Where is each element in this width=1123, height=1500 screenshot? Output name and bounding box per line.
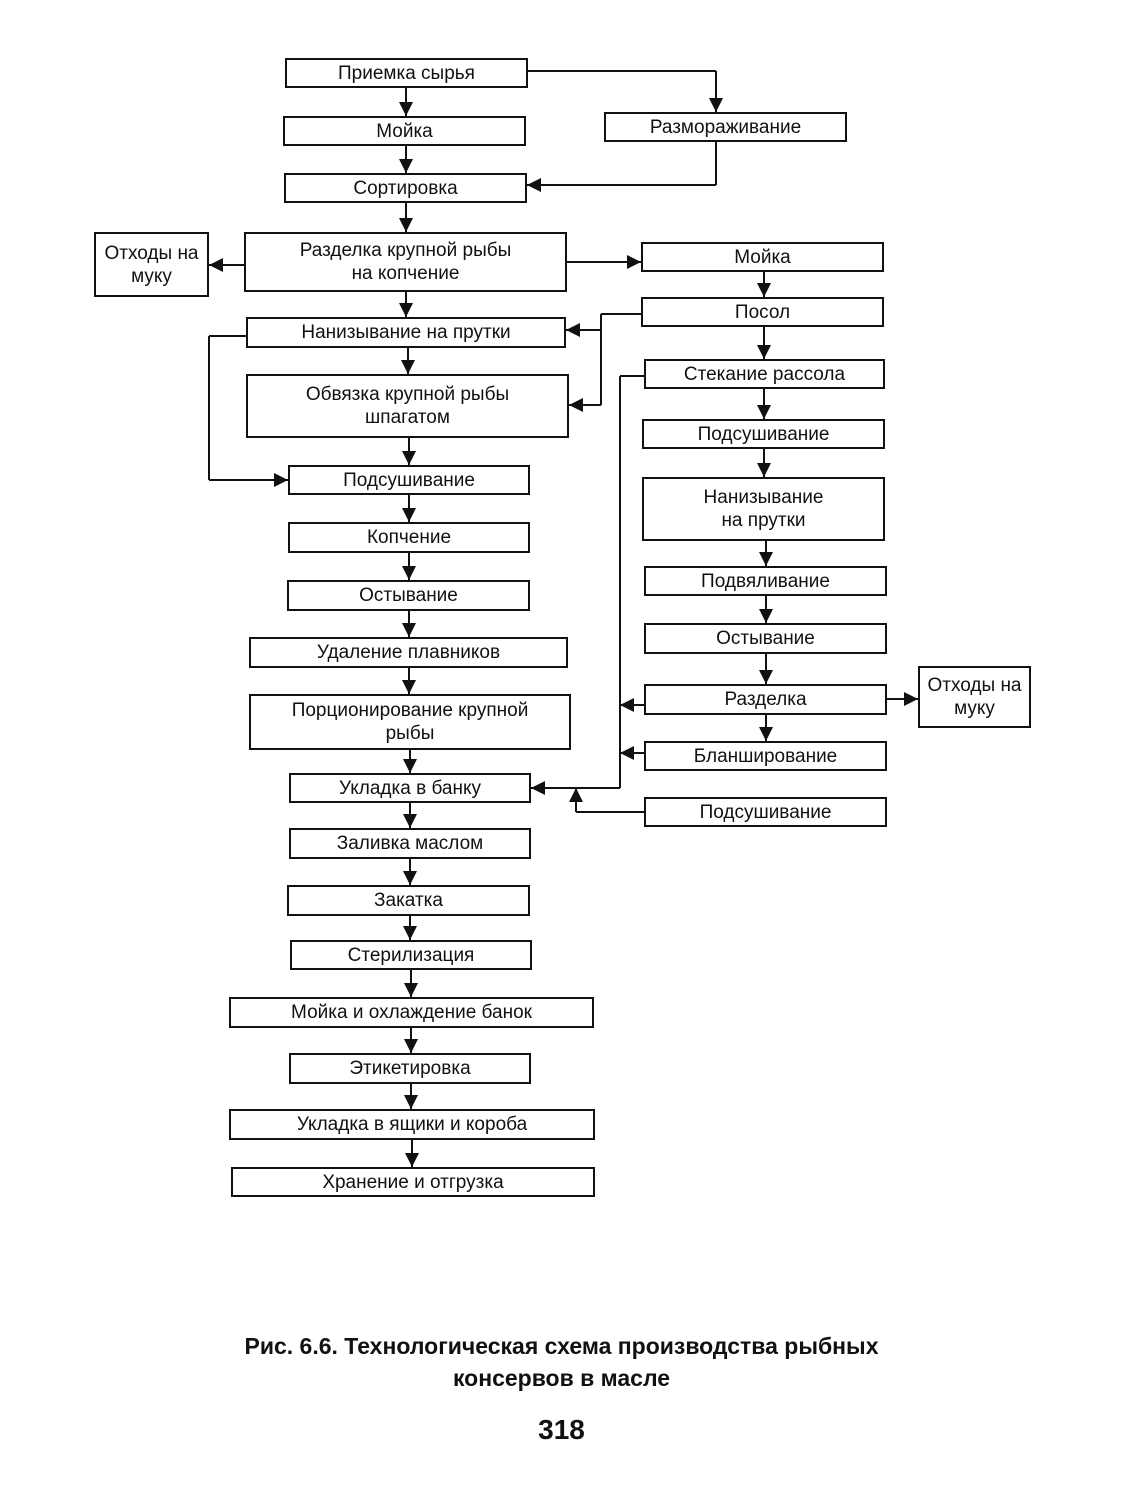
arrowhead xyxy=(399,159,413,173)
arrowhead xyxy=(399,102,413,116)
arrowhead xyxy=(402,508,416,522)
step-priemka: Приемка сырья xyxy=(285,58,528,88)
step-podsushivanie-right-2: Подсушивание xyxy=(644,797,887,827)
step-ukladka-v-yashchiki: Укладка в ящики и короба xyxy=(229,1109,595,1140)
figure-caption-line-1: Рис. 6.6. Технологическая схема производ… xyxy=(244,1333,879,1359)
arrowhead xyxy=(402,623,416,637)
arrowhead xyxy=(569,788,583,802)
step-porcionirovanie: Порционирование крупной рыбы xyxy=(249,694,571,750)
arrowhead xyxy=(627,255,641,269)
arrowhead xyxy=(757,283,771,297)
arrowhead xyxy=(757,345,771,359)
arrowhead xyxy=(403,759,417,773)
step-nanizyvanie-na-prutki: Нанизывание на прутки xyxy=(246,317,566,348)
step-sortirovka: Сортировка xyxy=(284,173,527,203)
step-podsushivanie-right-1: Подсушивание xyxy=(642,419,885,449)
figure-caption-line-2: консервов в масле xyxy=(452,1365,671,1391)
arrowhead xyxy=(404,1039,418,1053)
step-otkhody-na-muku-left: Отходы на муку xyxy=(94,232,209,297)
arrowhead xyxy=(620,746,634,760)
arrowhead xyxy=(274,473,288,487)
step-ukladka-v-banku: Укладка в банку xyxy=(289,773,531,803)
arrowhead xyxy=(620,698,634,712)
step-zalivka-maslom: Заливка маслом xyxy=(289,828,531,859)
step-ostyvanie-left: Остывание xyxy=(287,580,530,611)
arrowhead xyxy=(904,692,918,706)
step-zakatka: Закатка xyxy=(287,885,530,916)
arrowhead xyxy=(759,727,773,741)
arrowhead xyxy=(709,98,723,112)
arrowhead xyxy=(566,323,580,337)
step-razmorazhivanie: Размораживание xyxy=(604,112,847,142)
arrowhead xyxy=(759,609,773,623)
step-blanshirovanie: Бланширование xyxy=(644,741,887,771)
arrowhead xyxy=(759,670,773,684)
step-posol: Посол xyxy=(641,297,884,327)
arrowhead xyxy=(527,178,541,192)
arrowhead xyxy=(399,303,413,317)
step-podvyalivanie: Подвяливание xyxy=(644,566,887,596)
arrowhead xyxy=(209,258,223,272)
arrowhead xyxy=(531,781,545,795)
step-podsushivanie-left: Подсушивание xyxy=(288,465,530,495)
step-sterilizaciya: Стерилизация xyxy=(290,940,532,970)
arrowhead xyxy=(403,871,417,885)
step-stekanie-rassola: Стекание рассола xyxy=(644,359,885,389)
arrowhead xyxy=(757,463,771,477)
arrowhead xyxy=(402,451,416,465)
page-number: 318 xyxy=(538,1414,585,1445)
step-obvyazka-shpagatom: Обвязка крупной рыбы шпагатом xyxy=(246,374,569,438)
arrowhead xyxy=(402,566,416,580)
arrowhead xyxy=(405,1153,419,1167)
arrowhead xyxy=(399,218,413,232)
arrowhead xyxy=(404,1095,418,1109)
arrowhead xyxy=(569,398,583,412)
step-moika: Мойка xyxy=(283,116,526,146)
step-ostyvanie-right: Остывание xyxy=(644,623,887,654)
step-kopchenie: Копчение xyxy=(288,522,530,553)
arrowhead xyxy=(403,926,417,940)
arrowhead xyxy=(403,814,417,828)
step-udalenie-plavnikov: Удаление плавников xyxy=(249,637,568,668)
arrowhead xyxy=(402,680,416,694)
step-razdelka: Разделка xyxy=(644,684,887,715)
arrowhead xyxy=(759,552,773,566)
arrowhead xyxy=(404,983,418,997)
step-moika-right: Мойка xyxy=(641,242,884,272)
arrowhead xyxy=(401,360,415,374)
step-khranenie-i-otgruzka: Хранение и отгрузка xyxy=(231,1167,595,1197)
step-razdelka-krupnoi-ryby: Разделка крупной рыбы на копчение xyxy=(244,232,567,292)
arrowhead xyxy=(757,405,771,419)
step-nanizyvanie-right: Нанизывание на прутки xyxy=(642,477,885,541)
step-otkhody-na-muku-right: Отходы на муку xyxy=(918,666,1031,728)
step-etiketirovka: Этикетировка xyxy=(289,1053,531,1084)
step-moika-i-okhlazhdenie: Мойка и охлаждение банок xyxy=(229,997,594,1028)
